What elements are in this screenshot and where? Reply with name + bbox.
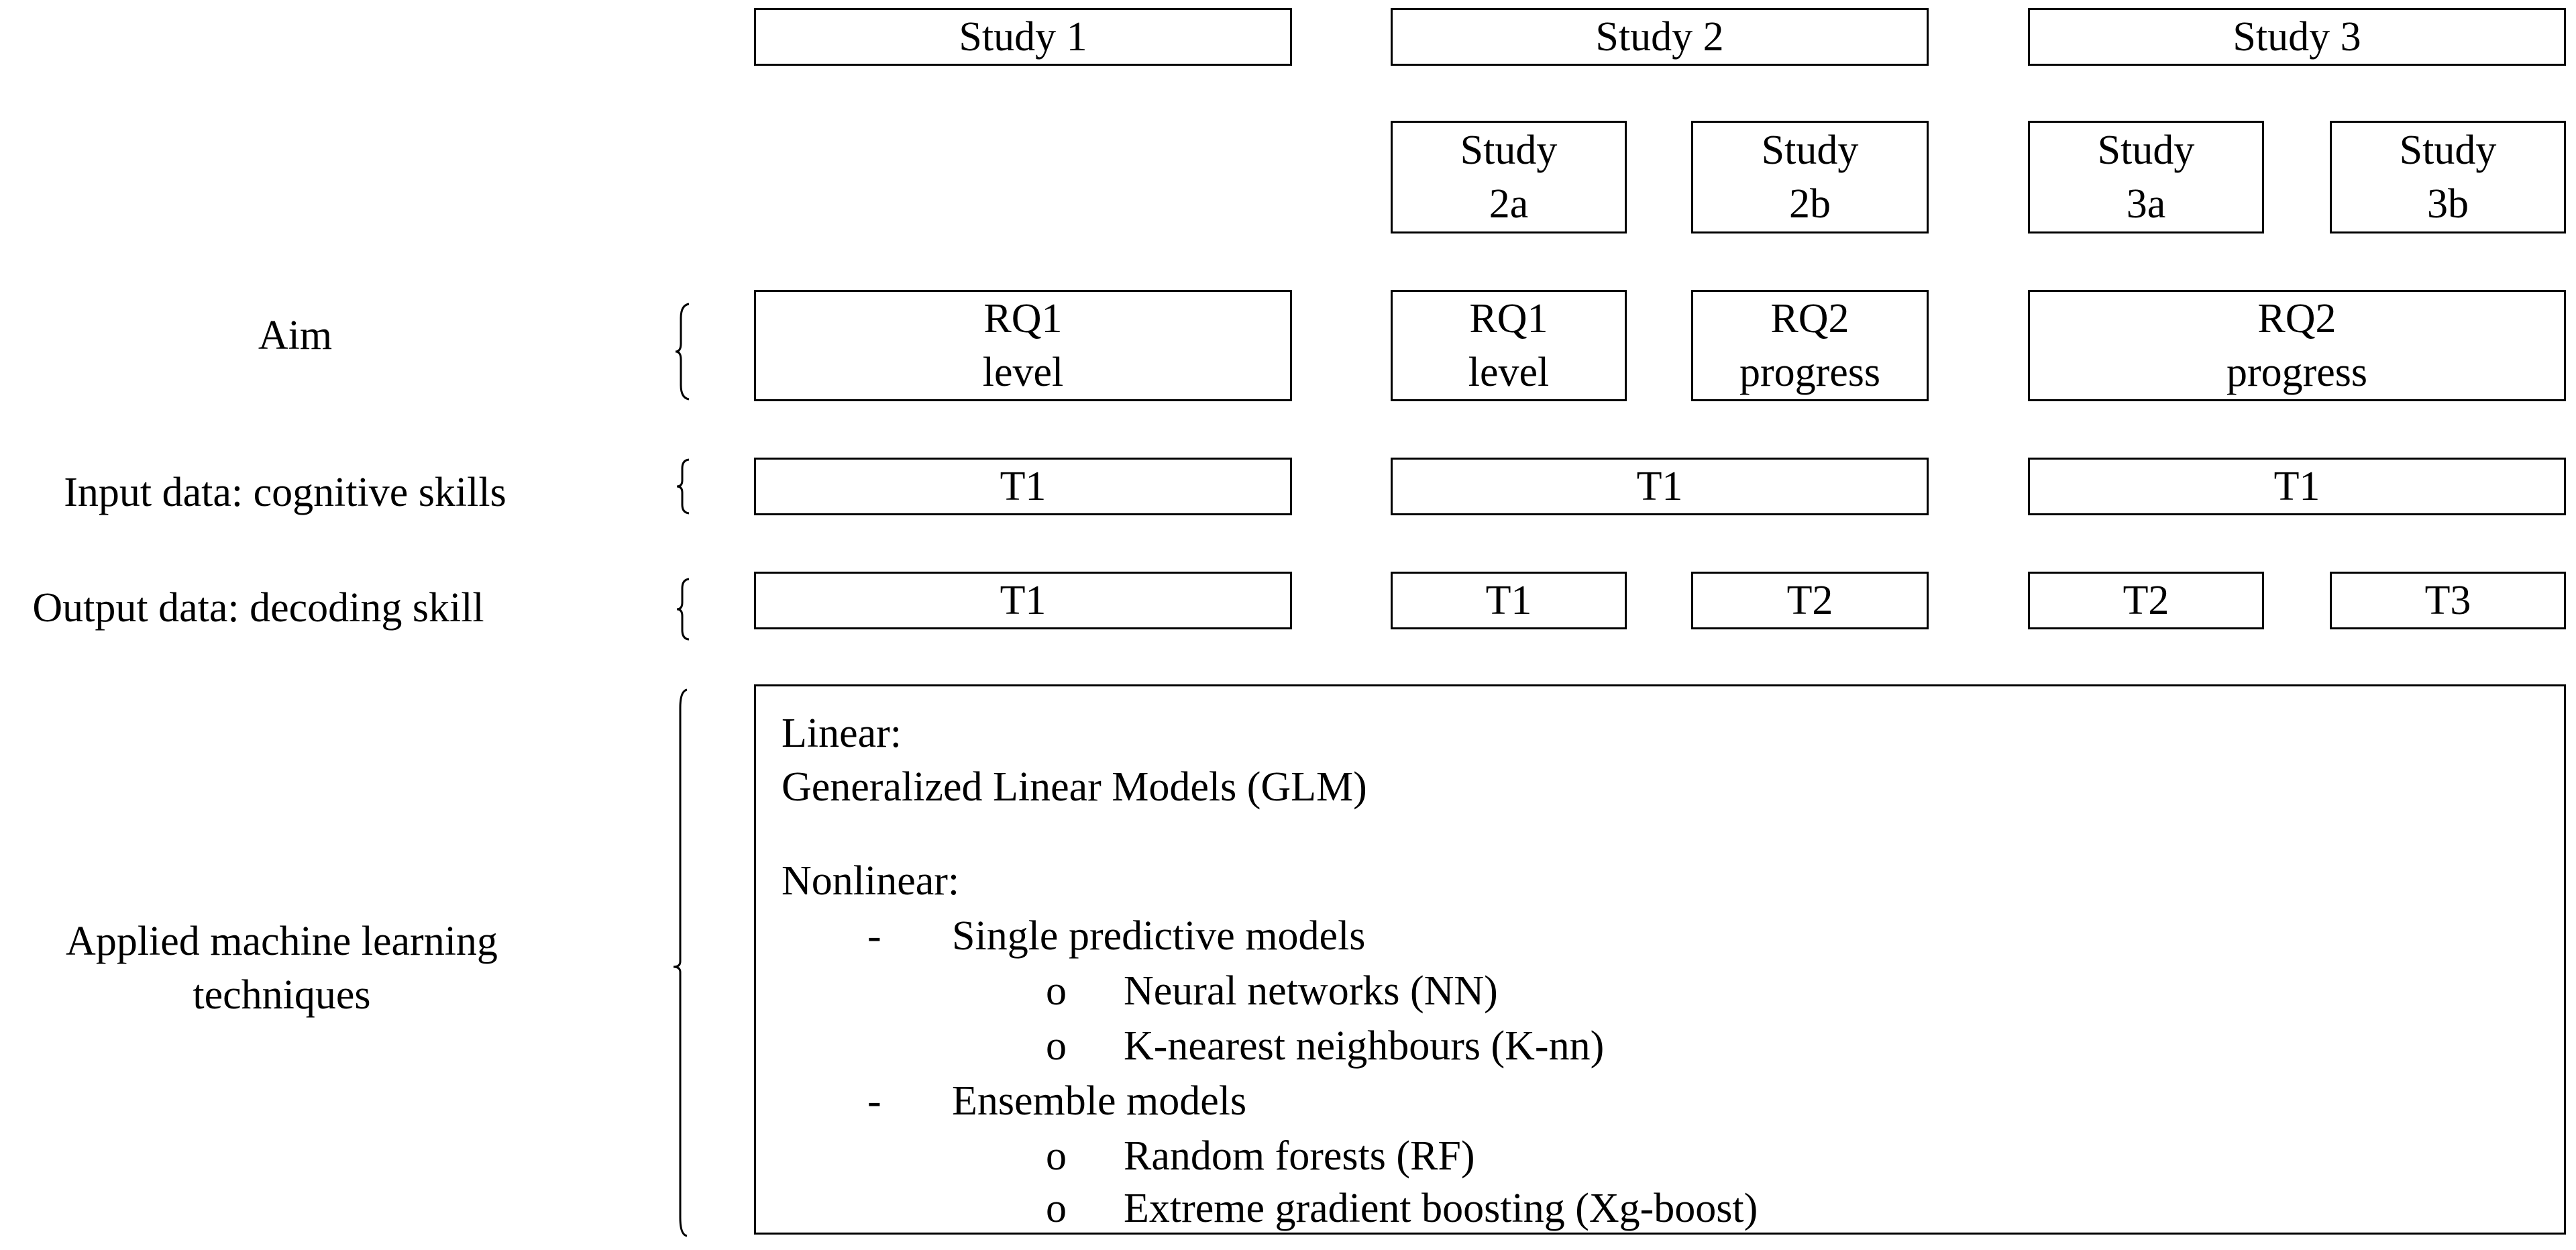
aim-study-2a-line-2: level [1468,350,1550,395]
single-models-heading: Single predictive models [952,913,1366,959]
brace-input-shape [676,458,690,515]
row-label-aim: Aim [258,313,333,358]
aim-study-1-text: RQ1 level [983,292,1064,399]
input-study-2-text: T1 [1636,464,1683,509]
study-3b-box: Study 3b [2330,121,2566,233]
dash-bullet-ensemble: - [867,1078,881,1124]
aim-study-3-line-1: RQ2 [2257,296,2337,342]
circle-bullet-knn: o [1046,1023,1067,1069]
input-study-2: T1 [1391,458,1929,515]
study-2-header-text: Study 2 [1595,14,1724,60]
dash-bullet-single: - [867,913,881,959]
item-random-forests: Random forests (RF) [1124,1133,1475,1179]
brace-aim [674,302,701,401]
study-2b-box: Study 2b [1691,121,1929,233]
circle-bullet-xgb: o [1046,1186,1067,1231]
study-3a-line-1: Study [2097,127,2195,173]
study-3a-line-2: 3a [2126,181,2166,227]
brace-output-shape [676,578,690,641]
aim-study-3-line-2: progress [2226,350,2368,395]
output-study-2a-text: T1 [1485,578,1532,623]
row-label-techniques-line-1: Applied machine learning [66,919,498,964]
row-label-output: Output data: decoding skill [32,585,484,631]
linear-heading: Linear: [782,711,902,756]
study-2-header: Study 2 [1391,8,1929,66]
row-label-techniques-line-2: techniques [193,972,371,1018]
circle-bullet-rf: o [1046,1133,1067,1179]
row-label-techniques: Applied machine learning techniques [13,915,550,1022]
study-1-header: Study 1 [754,8,1292,66]
brace-techniques-shape [673,688,688,1237]
output-study-3a-text: T2 [2123,578,2169,623]
output-study-2b: T2 [1691,572,1929,629]
aim-study-3-text: RQ2 progress [2226,292,2367,399]
aim-study-1-line-1: RQ1 [983,296,1063,342]
item-extreme-gradient-boosting: Extreme gradient boosting (Xg-boost) [1124,1186,1758,1231]
item-k-nearest-neighbours: K-nearest neighbours (K-nn) [1124,1023,1605,1069]
output-study-3b: T3 [2330,572,2566,629]
item-neural-networks: Neural networks (NN) [1124,968,1498,1014]
row-label-input: Input data: cognitive skills [64,470,506,515]
aim-study-2b-line-2: progress [1739,350,1881,395]
aim-study-2a: RQ1 level [1391,290,1627,401]
study-3b-line-1: Study [2399,127,2497,173]
output-study-3b-text: T3 [2424,578,2471,623]
study-3b-line-2: 3b [2427,181,2469,227]
study-3b-text: Study 3b [2400,123,2497,231]
study-3a-box: Study 3a [2028,121,2264,233]
study-2a-line-1: Study [1460,127,1558,173]
brace-input [674,458,701,515]
brace-techniques [671,688,698,1238]
output-study-1-text: T1 [1000,578,1046,623]
study-1-header-text: Study 1 [959,14,1087,60]
output-study-1: T1 [754,572,1292,629]
brace-aim-shape [675,303,690,401]
aim-study-2b: RQ2 progress [1691,290,1929,401]
aim-study-2b-text: RQ2 progress [1739,292,1880,399]
aim-study-2b-line-1: RQ2 [1770,296,1849,342]
linear-item-glm: Generalized Linear Models (GLM) [782,764,1367,810]
study-3-header-text: Study 3 [2233,14,2361,60]
aim-study-1-line-2: level [982,350,1064,395]
input-study-3: T1 [2028,458,2566,515]
study-2b-line-2: 2b [1789,181,1831,227]
study-2a-box: Study 2a [1391,121,1627,233]
output-study-2a: T1 [1391,572,1627,629]
ensemble-models-heading: Ensemble models [952,1078,1247,1124]
output-study-2b-text: T2 [1786,578,1833,623]
input-study-1-text: T1 [1000,464,1046,509]
study-2a-line-2: 2a [1489,181,1529,227]
nonlinear-heading: Nonlinear: [782,858,960,904]
aim-study-3: RQ2 progress [2028,290,2566,401]
aim-study-1: RQ1 level [754,290,1292,401]
brace-output [674,577,701,641]
circle-bullet-nn: o [1046,968,1067,1014]
input-study-1: T1 [754,458,1292,515]
study-2a-text: Study 2a [1460,123,1558,231]
aim-study-2a-line-1: RQ1 [1469,296,1548,342]
study-2b-text: Study 2b [1762,123,1859,231]
techniques-box: Linear: Generalized Linear Models (GLM) … [754,684,2566,1235]
study-2b-line-1: Study [1761,127,1859,173]
study-3-header: Study 3 [2028,8,2566,66]
study-3a-text: Study 3a [2098,123,2195,231]
output-study-3a: T2 [2028,572,2264,629]
aim-study-2a-text: RQ1 level [1468,292,1550,399]
input-study-3-text: T1 [2273,464,2320,509]
